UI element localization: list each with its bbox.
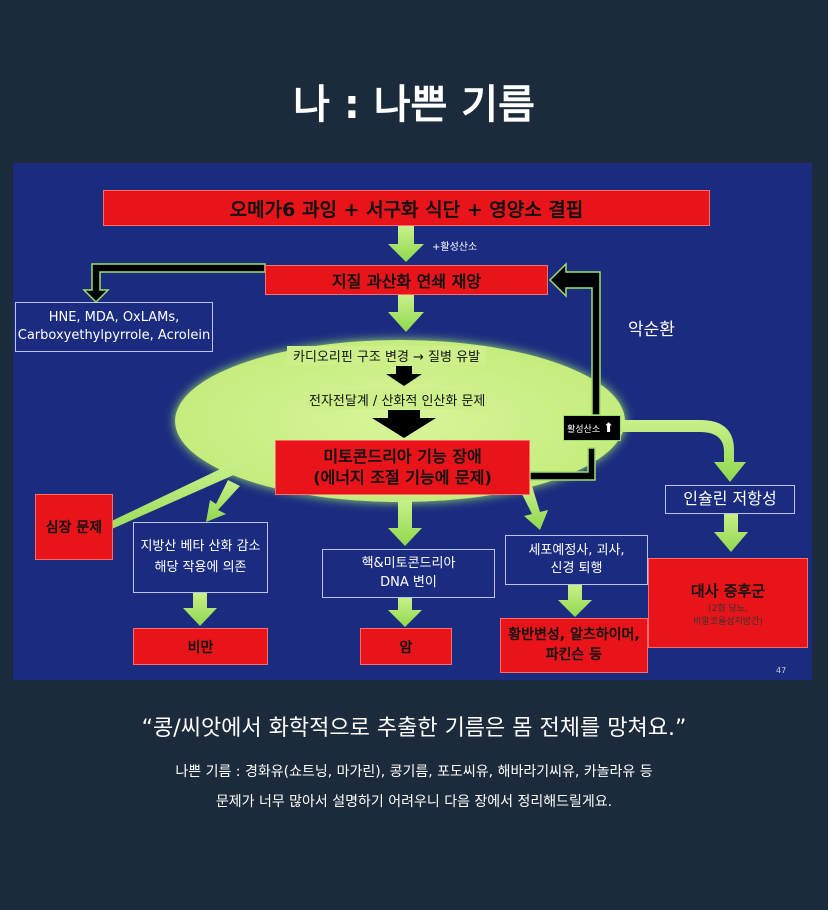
metabolic-syndrome-box: 대사 증후군 (2형 당뇨, 비알코올성지방간)	[648, 558, 808, 648]
fatty-acid-line: 해당 작용에 의존	[154, 559, 247, 575]
byproducts-line: Carboxyethylpyrrole, Acrolein	[17, 328, 211, 343]
metabolic-sub: (2형 당뇨,	[708, 603, 748, 614]
apoptosis-line: 신경 퇴행	[550, 561, 603, 576]
dna-mutation-box: 핵&미토콘드리아 DNA 변이	[322, 549, 495, 598]
mito-line: 미토콘드리아 기능 장애	[323, 446, 482, 466]
fatty-acid-box: 지방산 베타 산화 감소 해당 작용에 의존	[133, 522, 268, 593]
arrow-down	[183, 593, 217, 626]
caption-line-2: 문제가 너무 많아서 설명하기 어려우니 다음 장에서 정리해드릴게요.	[215, 794, 613, 810]
arrow-down	[714, 513, 748, 552]
apoptosis-box: 세포예정사, 괴사, 신경 퇴행	[505, 535, 648, 585]
fatty-acid-line: 지방산 베타 산화 감소	[140, 539, 261, 555]
omega6-cause-box: 오메가6 과잉 + 서구화 식단 + 영양소 결핍	[103, 190, 710, 226]
dna-line: DNA 변이	[380, 574, 437, 590]
up-arrow-icon: ⬆	[603, 420, 615, 436]
heart-problem-box: 심장 문제	[35, 494, 113, 560]
electron-transport-text: 전자전달계 / 산화적 인산화 문제	[305, 390, 490, 409]
mitochondria-dysfunction-box: 미토콘드리아 기능 장애 (에너지 조절 기능에 문제)	[275, 440, 530, 495]
dna-line: 핵&미토콘드리아	[361, 556, 456, 572]
ros-small-box: 활성산소 ⬆	[563, 415, 621, 441]
obesity-box: 비만	[133, 628, 268, 665]
arrow-down	[388, 500, 422, 546]
neuro-line: 파킨슨 등	[545, 646, 603, 663]
quote: “콩/씨앗에서 화학적으로 추출한 기름은 몸 전체를 망쳐요.”	[141, 716, 687, 741]
arrow-feedback	[529, 447, 596, 481]
neuro-line: 황반변성, 알츠하이머,	[508, 626, 640, 643]
insulin-resistance-box: 인슐린 저항성	[665, 485, 795, 514]
black-arrow-down	[372, 410, 436, 438]
arrow-diag	[520, 486, 548, 530]
arrow-down	[388, 598, 422, 627]
arrow-down	[558, 585, 592, 617]
page-number: 47	[776, 666, 787, 675]
black-arrow-down	[386, 366, 422, 386]
cancer-box: 암	[360, 628, 452, 665]
caption-line-1: 나쁜 기름 : 경화유(쇼트닝, 마가린), 콩기름, 포도씨유, 해바라기씨유…	[175, 764, 653, 780]
ros-small-label: 활성산소	[567, 424, 601, 435]
page-title: 나 : 나쁜 기름	[293, 82, 535, 128]
apoptosis-line: 세포예정사, 괴사,	[528, 542, 625, 558]
cardiolipin-text: 카디오리핀 구조 변경 → 질병 유발	[287, 346, 487, 365]
mito-line: (에너지 조절 기능에 문제)	[313, 467, 492, 487]
metabolic-sub: 비알코올성지방간)	[693, 616, 763, 627]
vicious-cycle-label: 악순환	[628, 320, 675, 340]
metabolic-title: 대사 증후군	[690, 581, 766, 600]
arrow-diag	[80, 462, 245, 548]
arrow-down	[388, 226, 424, 262]
arrow-cycle	[548, 262, 601, 416]
byproducts-line: HNE, MDA, OxLAMs,	[48, 309, 180, 325]
byproducts-box: HNE, MDA, OxLAMs, Carboxyethylpyrrole, A…	[15, 302, 213, 352]
arrow-down	[388, 295, 424, 332]
neurodegeneration-box: 황반변성, 알츠하이머, 파킨슨 등	[500, 618, 648, 673]
lipid-peroxidation-box: 지질 과산화 연쇄 재앙	[265, 265, 548, 295]
arrow-diag	[206, 480, 240, 522]
ros-label: +활성산소	[432, 242, 478, 253]
arrow-byproducts	[82, 263, 266, 304]
